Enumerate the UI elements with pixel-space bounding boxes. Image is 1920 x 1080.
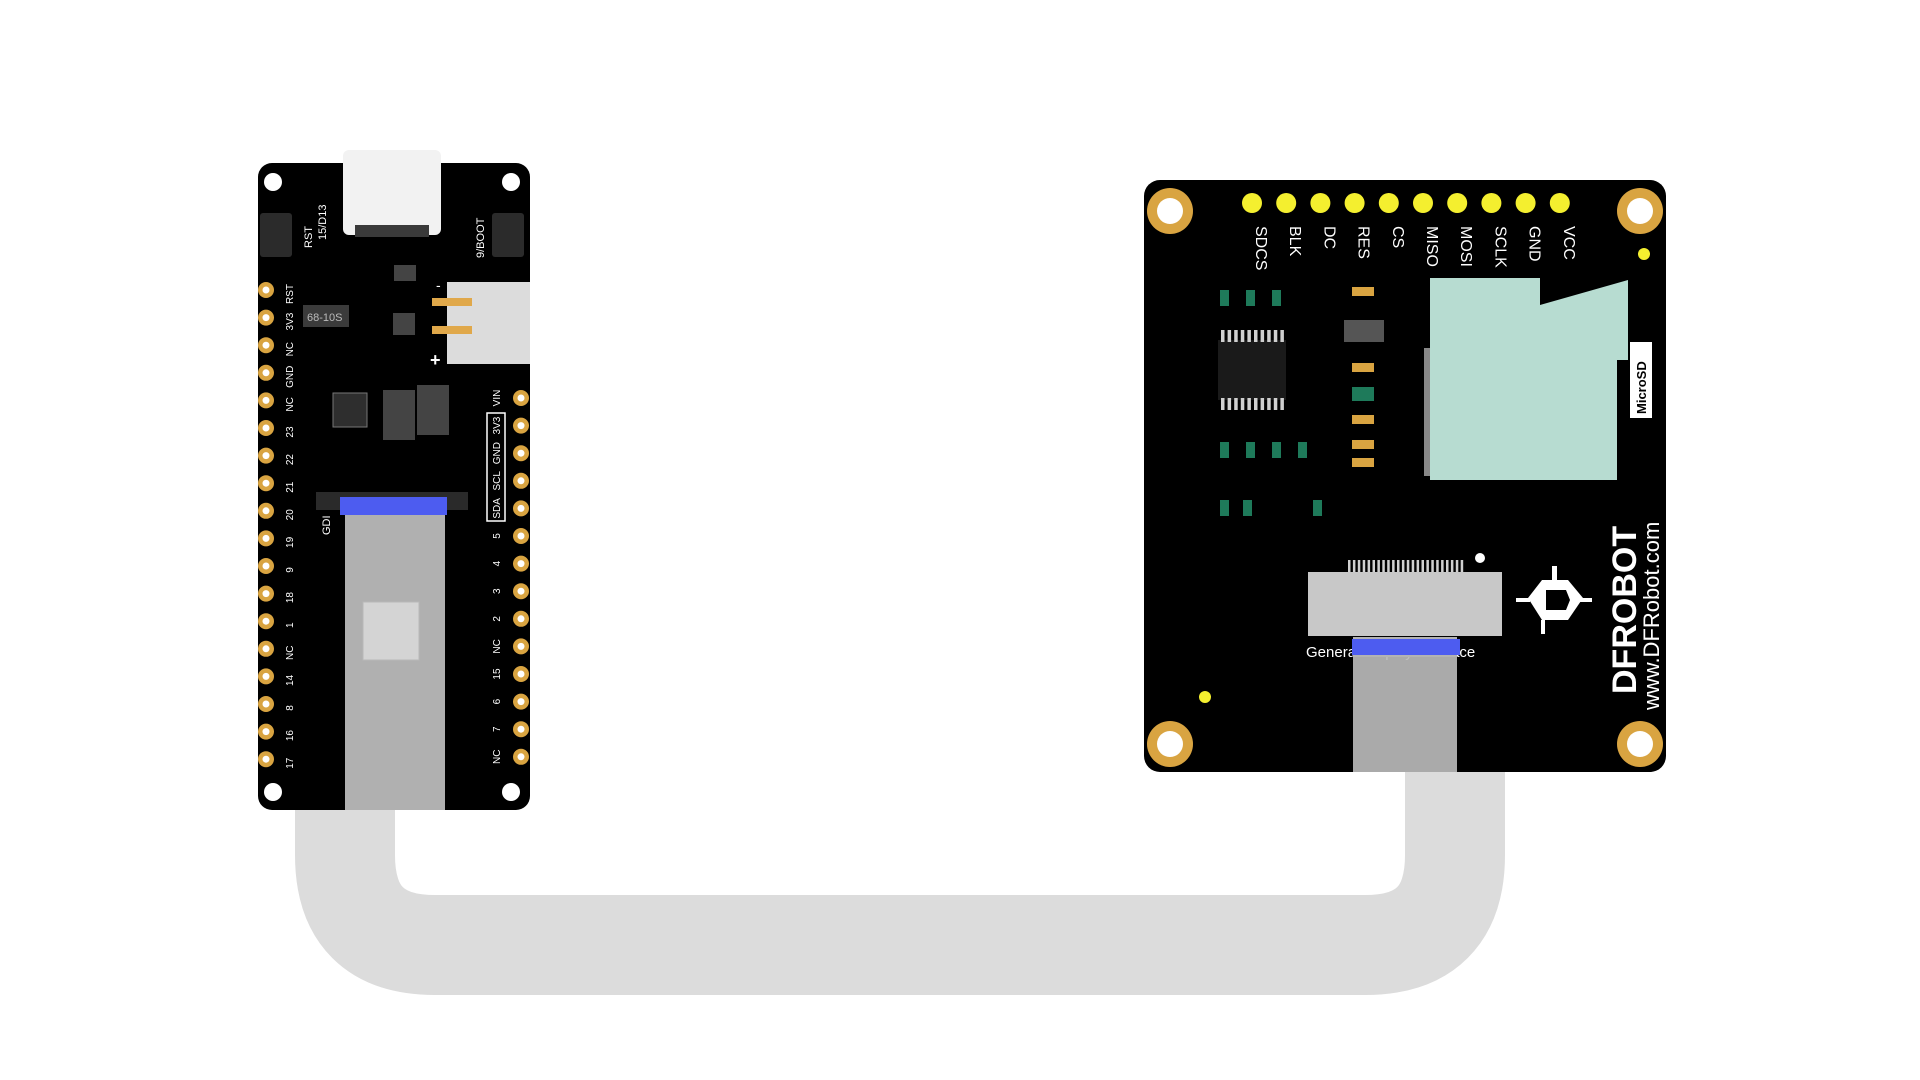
microsd-label-box <box>1630 342 1652 418</box>
header-pin <box>1413 193 1433 213</box>
pin-label-right: SDA <box>492 498 503 519</box>
pin-label-left: GND <box>285 366 296 388</box>
header-pin <box>1515 193 1536 213</box>
pin-label-right: 3 <box>492 588 503 594</box>
pin-label-left: 18 <box>285 592 296 604</box>
pin-label-left: NC <box>285 646 296 660</box>
usb-c-connector <box>343 150 441 235</box>
pin-label-right: VIN <box>492 390 503 407</box>
header-pin-label: RES <box>1355 226 1372 259</box>
pin-label-left: 1 <box>285 622 296 628</box>
pin-label-right: 4 <box>492 560 503 566</box>
pin-label-left: 9 <box>285 567 296 573</box>
mount-hole <box>264 173 282 191</box>
controller-board: - + 68-10S GDI RST 15/D13 9/BOOT RST3V3N… <box>258 150 530 810</box>
pin-label-right: SCL <box>492 471 503 491</box>
pin-label-left: 21 <box>285 481 296 493</box>
header-pin <box>1481 193 1502 213</box>
pin-label-right: 5 <box>492 533 503 539</box>
gdi-connector-tab <box>340 497 447 515</box>
fpc-cable-display-end <box>1353 640 1457 772</box>
boot-button <box>492 213 524 257</box>
pin-label-right: 2 <box>492 616 503 622</box>
boot-label: 9/BOOT <box>475 217 487 258</box>
pin-label-right: GND <box>492 442 503 464</box>
regulator-marking: 68-10S <box>307 312 342 324</box>
header-pin-label: VCC <box>1560 226 1577 260</box>
pin-label-left: RST <box>285 284 296 304</box>
capacitor <box>417 385 449 435</box>
pin-label-left: 22 <box>285 454 296 466</box>
header-pin-label: SDCS <box>1252 226 1269 270</box>
pin-label-left: 19 <box>285 536 296 548</box>
pin-label-right: 6 <box>492 698 503 704</box>
rst-label: RST <box>303 226 315 248</box>
url-text: www.DFRobot.com <box>1639 522 1664 711</box>
brand-text: DFROBOT <box>1606 526 1644 694</box>
dfrobot-logo-icon <box>1516 566 1592 634</box>
mcu-module-ghost <box>362 601 420 661</box>
header-pin <box>1378 193 1399 213</box>
mount-hole <box>502 173 520 191</box>
header-pin-label: GND <box>1526 226 1543 262</box>
indicator-dot <box>1199 691 1211 703</box>
mount-hole <box>502 783 520 801</box>
header-pin <box>1344 193 1365 213</box>
header-pin-label: BLK <box>1286 226 1303 257</box>
fpc-cable <box>295 510 1505 995</box>
header-pin <box>1549 193 1570 213</box>
indicator-dot <box>1638 248 1650 260</box>
fpc-cable-controller-end <box>345 515 445 810</box>
pin-label-left: 23 <box>285 426 296 438</box>
regulator-chip <box>303 305 349 327</box>
gdi-label: GDI <box>321 515 333 535</box>
battery-plus: + <box>430 350 441 370</box>
pin-label-left: NC <box>285 397 296 411</box>
driver-ic <box>1218 340 1286 400</box>
display-gdi-connector <box>1308 572 1502 636</box>
mount-hole-ring <box>1147 188 1663 767</box>
header-pin <box>1242 193 1262 213</box>
pin-label-right: 3V3 <box>492 416 503 434</box>
header-pin <box>1310 193 1331 213</box>
pin-label-left: NC <box>285 342 296 356</box>
d13-label: 15/D13 <box>317 205 329 240</box>
header-pin-label: CS <box>1389 226 1406 248</box>
battery-minus: - <box>436 277 441 293</box>
battery-connector <box>447 282 530 364</box>
rst-button <box>260 213 292 257</box>
pin-label-left: 16 <box>285 730 296 742</box>
capacitor <box>383 390 415 440</box>
pin-label-right: 7 <box>492 726 503 732</box>
header-pin-label: MOSI <box>1457 226 1474 267</box>
header-pin-label: MISO <box>1423 226 1440 267</box>
pin-label-right: 15 <box>492 668 503 680</box>
pin-label-left: 17 <box>285 757 296 769</box>
mount-hole <box>264 783 282 801</box>
pin-label-left: 3V3 <box>285 312 296 330</box>
i2c-bracket <box>486 412 506 522</box>
header-pin-label: DC <box>1320 226 1337 249</box>
transistor <box>1344 320 1384 342</box>
microsd-label: MicroSD <box>1634 361 1649 414</box>
header-pin <box>1276 193 1297 213</box>
display-gdi-tab <box>1352 639 1460 655</box>
pin-label-left: 14 <box>285 674 296 686</box>
pin-label-left: 8 <box>285 705 296 711</box>
display-header-pins: SDCS BLK DC RES CS MISO MOSI SCLK GND VCC <box>1242 193 1577 270</box>
pin-label-left: 20 <box>285 509 296 521</box>
chip <box>332 392 368 428</box>
microsd-slot <box>1430 278 1628 480</box>
display-board: SDCS BLK DC RES CS MISO MOSI SCLK GND VCC MicroSD… <box>1144 180 1666 772</box>
header-pin <box>1447 193 1468 213</box>
header-pin-label: SCLK <box>1491 226 1508 268</box>
pin-label-right: NC <box>492 750 503 764</box>
pin-label-right: NC <box>492 639 503 653</box>
